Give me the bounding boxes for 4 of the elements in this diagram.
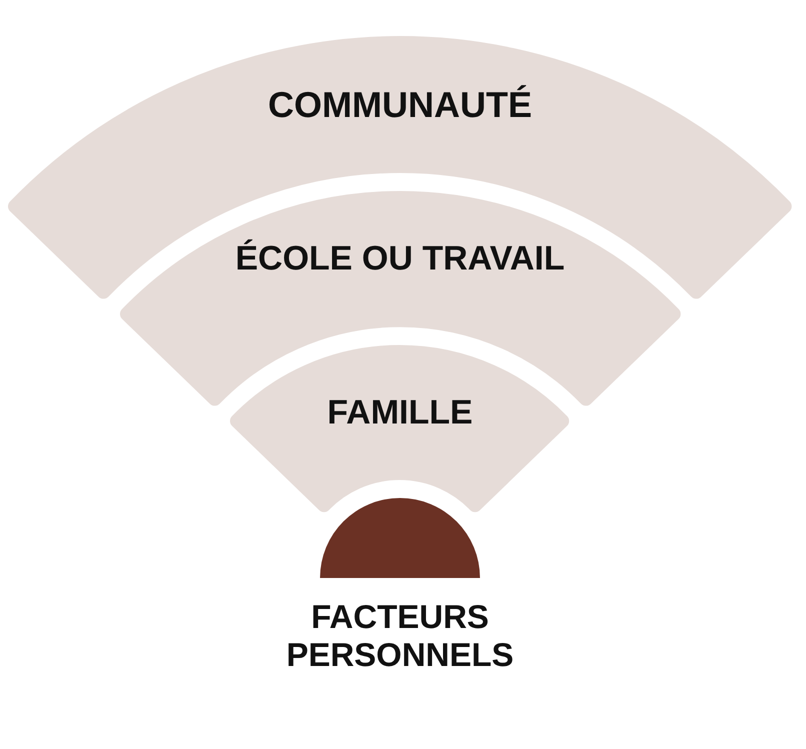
caption-label: FACTEURS PERSONNELS <box>285 598 515 674</box>
band-label: ÉCOLE OU TRAVAIL <box>235 240 565 278</box>
band-label: COMMUNAUTÉ <box>268 84 532 126</box>
band-label: FAMILLE <box>327 393 473 432</box>
